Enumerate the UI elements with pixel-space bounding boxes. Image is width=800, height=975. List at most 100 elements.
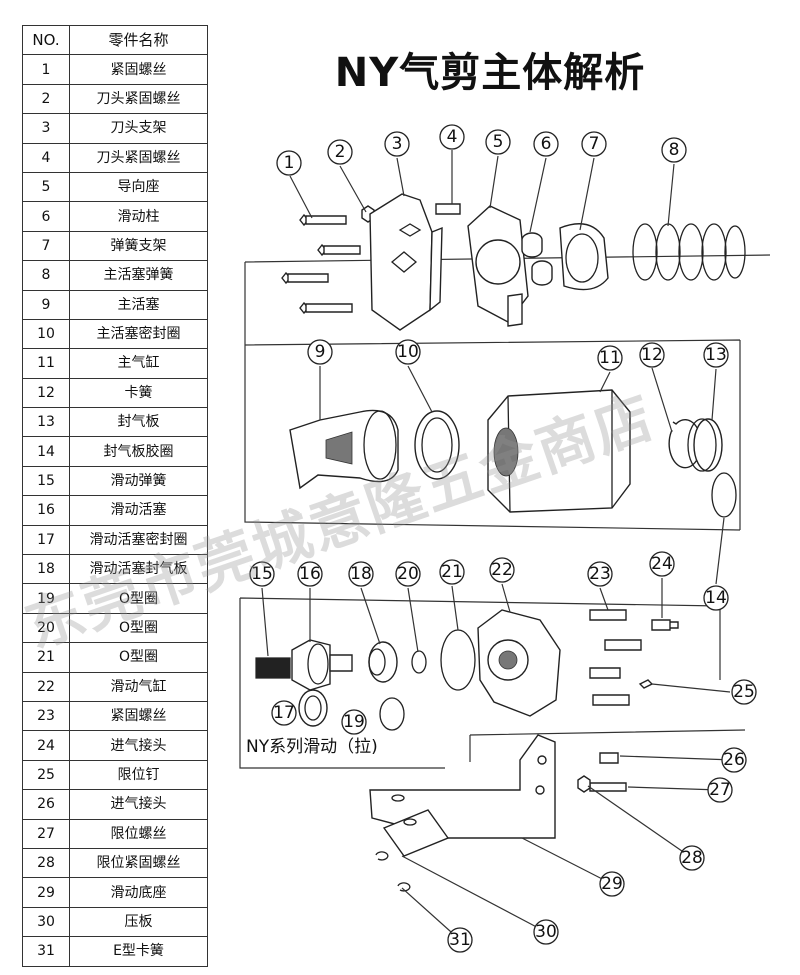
part-name: 滑动柱 <box>69 201 208 232</box>
row-number: 11 <box>22 348 70 379</box>
part-name: 滑动活塞封气板 <box>69 554 208 585</box>
row-number: 29 <box>22 877 70 908</box>
row-number: 2 <box>22 83 70 115</box>
callout-circle <box>307 339 333 365</box>
part-name: 限位钉 <box>69 759 208 791</box>
callout-number: 12 <box>641 345 663 365</box>
callout-number: 18 <box>350 564 372 584</box>
row-number: 22 <box>22 671 70 702</box>
callout-number: 7 <box>589 134 600 154</box>
part-8-spring <box>632 223 746 281</box>
row-number: 31 <box>22 936 70 967</box>
callout-number: 29 <box>601 874 623 894</box>
row-number: 3 <box>22 113 70 144</box>
page-title: NY气剪主体解析 <box>334 50 646 96</box>
row-number: 23 <box>22 700 70 732</box>
callout-circle <box>439 559 465 585</box>
part-name: O型圈 <box>69 583 208 614</box>
callout-number: 22 <box>491 560 513 580</box>
callout-circle <box>703 342 729 368</box>
part-14-rubber-ring <box>711 472 737 518</box>
callout-number: 31 <box>449 930 471 950</box>
row-number: 5 <box>22 171 70 203</box>
row-number: 8 <box>22 260 70 291</box>
header-part-name: 零件名称 <box>69 24 208 56</box>
part-23-screws <box>589 609 642 706</box>
callout-number: 2 <box>335 142 346 162</box>
row-number: 14 <box>22 436 70 467</box>
part-name: 卡簧 <box>69 377 208 409</box>
group-label: NY系列滑动（拉) <box>246 737 378 757</box>
callout-18: 18 <box>348 561 374 587</box>
part-name: 进气接头 <box>69 730 208 761</box>
callout-circle <box>485 129 511 155</box>
callout-circle <box>271 700 297 726</box>
part-name: 弹簧支架 <box>69 230 208 262</box>
part-17-seal <box>298 689 328 727</box>
callout-circle <box>297 561 323 587</box>
callout-circle <box>661 137 687 163</box>
part-30-press-plate <box>382 809 450 857</box>
callout-2: 2 <box>327 139 353 165</box>
row-number: 28 <box>22 847 70 879</box>
part-name: 主活塞 <box>69 289 208 320</box>
part-name: 封气板 <box>69 407 208 438</box>
row-number: 17 <box>22 524 70 556</box>
callout-24: 24 <box>649 551 675 577</box>
callout-16: 16 <box>297 561 323 587</box>
callout-circle <box>447 927 473 953</box>
callout-31: 31 <box>447 927 473 953</box>
callout-number: 27 <box>709 780 731 800</box>
callout-30: 30 <box>533 919 559 945</box>
part-3-bracket <box>369 193 433 331</box>
callout-number: 8 <box>669 140 680 160</box>
callout-5: 5 <box>485 129 511 155</box>
callout-number: 28 <box>681 848 703 868</box>
callout-27: 27 <box>707 777 733 803</box>
callout-9: 9 <box>307 339 333 365</box>
part-19-o-ring <box>379 697 405 731</box>
callout-circle <box>597 345 623 371</box>
part-name: 滑动弹簧 <box>69 465 208 497</box>
part-21-o-ring <box>440 629 476 691</box>
callout-circle <box>249 561 275 587</box>
callout-7: 7 <box>581 131 607 157</box>
part-name: 主活塞弹簧 <box>69 260 208 291</box>
callout-10: 10 <box>395 339 421 365</box>
part-name: 封气板胶圈 <box>69 436 208 467</box>
callout-8: 8 <box>661 137 687 163</box>
callout-15: 15 <box>249 561 275 587</box>
part-25-stop-pin <box>638 679 654 689</box>
callout-number: 11 <box>599 348 621 368</box>
callout-13: 13 <box>703 342 729 368</box>
row-number: 13 <box>22 407 70 438</box>
callout-circle <box>348 561 374 587</box>
part-11-main-cylinder <box>487 389 631 513</box>
callout-number: 1 <box>284 153 295 173</box>
callout-number: 4 <box>447 127 458 147</box>
leader-lines <box>261 150 735 941</box>
callout-23: 23 <box>587 561 613 587</box>
callout-number: 26 <box>723 750 745 770</box>
part-31-e-clip <box>375 851 411 892</box>
callout-3: 3 <box>384 131 410 157</box>
callout-number: 5 <box>493 132 504 152</box>
callout-29: 29 <box>599 871 625 897</box>
table-header-row: NO. 零件名称 <box>22 24 208 56</box>
callout-circle <box>649 551 675 577</box>
row-number: 7 <box>22 230 70 262</box>
callout-circle <box>587 561 613 587</box>
callout-number: 15 <box>251 564 273 584</box>
callout-25: 25 <box>731 679 757 705</box>
callout-circle <box>489 557 515 583</box>
